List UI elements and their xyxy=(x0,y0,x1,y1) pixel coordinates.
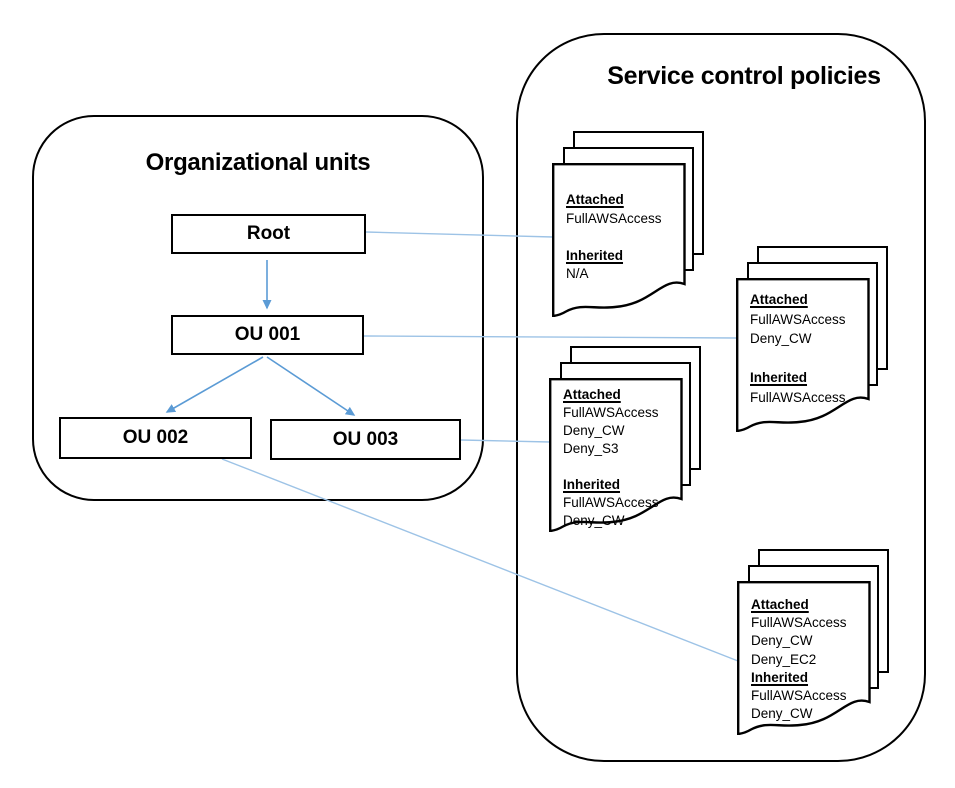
policy-name: N/A xyxy=(566,266,589,281)
node-ou001-label: OU 001 xyxy=(234,324,301,345)
policy-name: FullAWSAccess xyxy=(563,495,659,510)
attached-label: Attached xyxy=(750,292,808,307)
blank-line xyxy=(566,228,682,247)
service-control-policies-panel: Service control policies xyxy=(516,33,926,762)
inherited-label: Inherited xyxy=(566,247,624,263)
blank-line xyxy=(750,349,866,369)
inherited-label: Inherited xyxy=(563,477,621,492)
node-ou003: OU 003 xyxy=(270,419,461,460)
policy-doc-stack-ou002: Attached FullAWSAccess Deny_CW Deny_EC2 … xyxy=(737,549,891,735)
document-front-page-icon xyxy=(736,278,870,432)
organizational-units-title: Organizational units xyxy=(145,149,371,176)
policy-name: Deny_CW xyxy=(751,633,813,649)
policy-doc-text: Attached FullAWSAccess Deny_CW Deny_S3 I… xyxy=(563,378,679,530)
policy-doc-text: Attached FullAWSAccess Deny_CW Inherited… xyxy=(750,278,866,407)
inherited-label: Inherited xyxy=(750,370,808,385)
policy-name: FullAWSAccess xyxy=(750,311,846,327)
node-root-label: Root xyxy=(246,223,291,244)
policy-name: FullAWSAccess xyxy=(563,405,659,420)
service-control-policies-title: Service control policies xyxy=(607,62,881,90)
attached-label: Attached xyxy=(566,192,624,207)
policy-name: FullAWSAccess xyxy=(751,615,847,631)
node-ou001: OU 001 xyxy=(171,315,364,355)
policy-doc-text: Attached FullAWSAccess Deny_CW Deny_EC2 … xyxy=(751,581,867,723)
policy-name: Deny_CW xyxy=(750,331,812,346)
inherited-label: Inherited xyxy=(751,669,809,685)
document-front-page-icon xyxy=(552,163,686,317)
attached-label: Attached xyxy=(751,597,809,612)
policy-doc-stack-root: Attached FullAWSAccess Inherited N/A xyxy=(552,131,706,317)
policy-name: FullAWSAccess xyxy=(751,687,847,703)
policy-name: Deny_EC2 xyxy=(751,651,817,667)
node-ou002: OU 002 xyxy=(59,417,252,459)
policy-doc-stack-ou003: Attached FullAWSAccess Deny_CW Deny_S3 I… xyxy=(549,346,703,532)
policy-name: FullAWSAccess xyxy=(566,210,662,226)
policy-doc-text: Attached FullAWSAccess Inherited N/A xyxy=(566,163,682,284)
policy-name: Deny_CW xyxy=(563,423,625,438)
policy-name: Deny_S3 xyxy=(563,441,619,456)
node-ou003-label: OU 003 xyxy=(332,428,399,450)
node-root: Root xyxy=(171,214,366,254)
document-front-page-icon xyxy=(737,581,871,735)
policy-doc-stack-ou001: Attached FullAWSAccess Deny_CW Inherited… xyxy=(736,246,890,432)
policy-name: FullAWSAccess xyxy=(750,389,846,405)
blank-line xyxy=(563,458,679,476)
attached-label: Attached xyxy=(563,387,621,402)
policy-name: Deny_CW xyxy=(751,706,813,722)
node-ou002-label: OU 002 xyxy=(122,427,189,448)
policy-name: Deny_CW xyxy=(563,513,625,528)
